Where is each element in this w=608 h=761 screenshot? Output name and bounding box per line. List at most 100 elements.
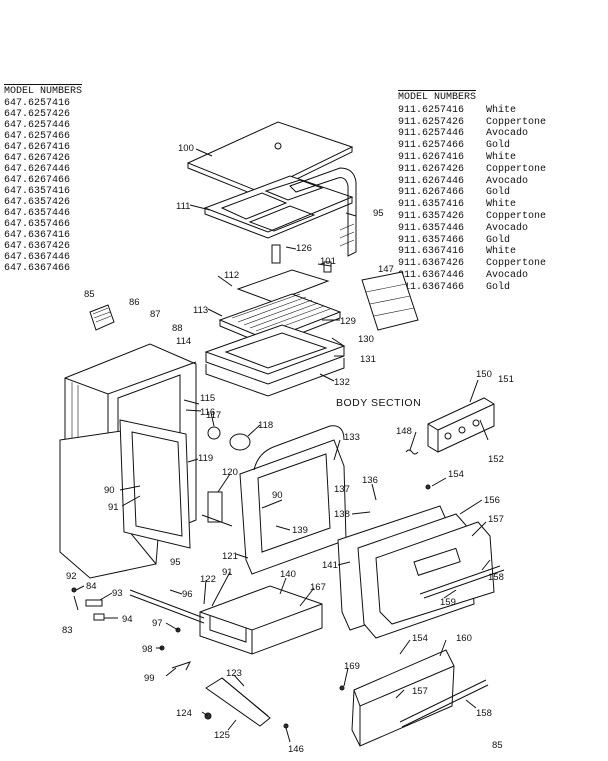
leader-lines	[75, 148, 491, 743]
right-model-color: Coppertone	[486, 163, 547, 175]
drawer-rail-part	[129, 589, 205, 624]
spring-part	[405, 449, 419, 455]
callout-157-upper: 157	[488, 514, 504, 525]
callout-146: 146	[288, 744, 304, 755]
callout-90-left: 90	[104, 485, 115, 496]
callout-129: 129	[340, 316, 356, 327]
callout-91-left: 91	[108, 502, 119, 513]
callout-137: 137	[334, 484, 350, 495]
right-model-row: 911.6357426 Coppertone	[398, 211, 546, 223]
callout-156: 156	[484, 495, 500, 506]
right-model-color: Coppertone	[486, 210, 547, 222]
callout-86: 86	[129, 297, 140, 308]
right-model-color: Avocado	[486, 175, 529, 187]
door-frame-part	[119, 419, 191, 549]
callout-140: 140	[280, 569, 296, 580]
callout-90-right: 90	[272, 490, 283, 501]
callout-96: 96	[182, 589, 193, 600]
drip-pan-part	[203, 175, 354, 239]
callout-147: 147	[378, 264, 394, 275]
right-model-color: Coppertone	[486, 258, 547, 270]
left-model-number: 647.6267466	[4, 175, 71, 186]
callout-123: 123	[226, 668, 242, 679]
callout-130: 130	[358, 334, 374, 345]
callout-labels: 100 111 95 126 101 147 85 86 87 88 112 1…	[62, 143, 514, 755]
right-model-color: White	[486, 104, 517, 116]
left-model-number: 647.6257466	[4, 131, 71, 142]
right-model-color: Avocado	[486, 222, 529, 234]
element-bracket-part	[271, 244, 332, 273]
left-model-number: 647.6267426	[4, 153, 71, 164]
hardware-parts	[71, 484, 431, 729]
kick-plate-part	[205, 677, 271, 727]
left-model-number: 647.6267416	[4, 142, 71, 153]
callout-148: 148	[396, 426, 412, 437]
oven-liner-part	[204, 324, 346, 397]
left-model-number: 647.6267446	[4, 164, 71, 175]
nameplate-part	[89, 304, 115, 331]
callout-94: 94	[122, 614, 133, 625]
callout-124: 124	[176, 708, 192, 719]
callout-154-upper: 154	[448, 469, 464, 480]
callout-169: 169	[344, 661, 360, 672]
callout-113: 113	[193, 305, 208, 316]
left-model-number: 647.6357426	[4, 197, 71, 208]
storage-drawer-part	[199, 585, 323, 655]
page-number: 85	[492, 740, 503, 751]
callout-157-lower: 157	[412, 686, 428, 697]
right-model-number: 911.6267426	[398, 163, 465, 175]
right-model-color: White	[486, 199, 517, 211]
left-model-number: 647.6257426	[4, 109, 71, 120]
callout-88: 88	[172, 323, 183, 334]
callout-85: 85	[84, 289, 95, 300]
callout-98: 98	[142, 644, 153, 655]
callout-95-lower: 95	[170, 557, 181, 568]
door-hinge-part	[201, 491, 233, 527]
callout-114: 114	[176, 336, 191, 347]
right-model-number: 911.6367426	[398, 258, 465, 270]
right-model-row: 911.6357466 Gold	[398, 235, 546, 247]
right-model-row: 911.6257416 White	[398, 105, 546, 117]
callout-158-lower: 158	[476, 708, 492, 719]
right-model-number: 911.6357426	[398, 210, 465, 222]
right-model-number: 911.6357466	[398, 234, 465, 246]
callout-119: 119	[198, 453, 213, 464]
left-model-list-title: MODEL NUMBERS	[4, 84, 83, 97]
left-model-number: 647.6367466	[4, 263, 71, 274]
right-model-color: Gold	[486, 187, 511, 199]
right-model-color: Coppertone	[486, 116, 547, 128]
callout-159: 159	[440, 597, 456, 608]
callout-121: 121	[222, 551, 238, 562]
right-model-color: Gold	[486, 234, 511, 246]
control-panel-part	[427, 397, 495, 453]
left-model-number: 647.6367446	[4, 252, 71, 263]
broiler-pan-part	[218, 269, 342, 347]
callout-112: 112	[224, 270, 239, 281]
callout-141: 141	[322, 560, 338, 571]
callout-122: 122	[200, 574, 216, 585]
left-model-number: 647.6367416	[4, 230, 71, 241]
oven-door-inner-frame-part	[239, 425, 347, 575]
left-model-number: 647.6357416	[4, 186, 71, 197]
right-model-row: 911.6367426 Coppertone	[398, 258, 546, 270]
callout-120: 120	[222, 467, 238, 478]
callout-136: 136	[362, 475, 378, 486]
callout-154-lower: 154	[412, 633, 428, 644]
right-model-number: 911.6257416	[398, 104, 465, 116]
right-model-list-title: MODEL NUMBERS	[398, 90, 477, 103]
left-model-number: 647.6257446	[4, 120, 71, 131]
right-model-color: White	[486, 246, 517, 258]
right-model-number: 911.6357416	[398, 199, 465, 211]
right-model-number: 911.6257466	[398, 140, 465, 152]
callout-99: 99	[144, 673, 155, 684]
right-model-number: 911.6357446	[398, 222, 465, 234]
section-title: BODY SECTION	[336, 397, 421, 409]
